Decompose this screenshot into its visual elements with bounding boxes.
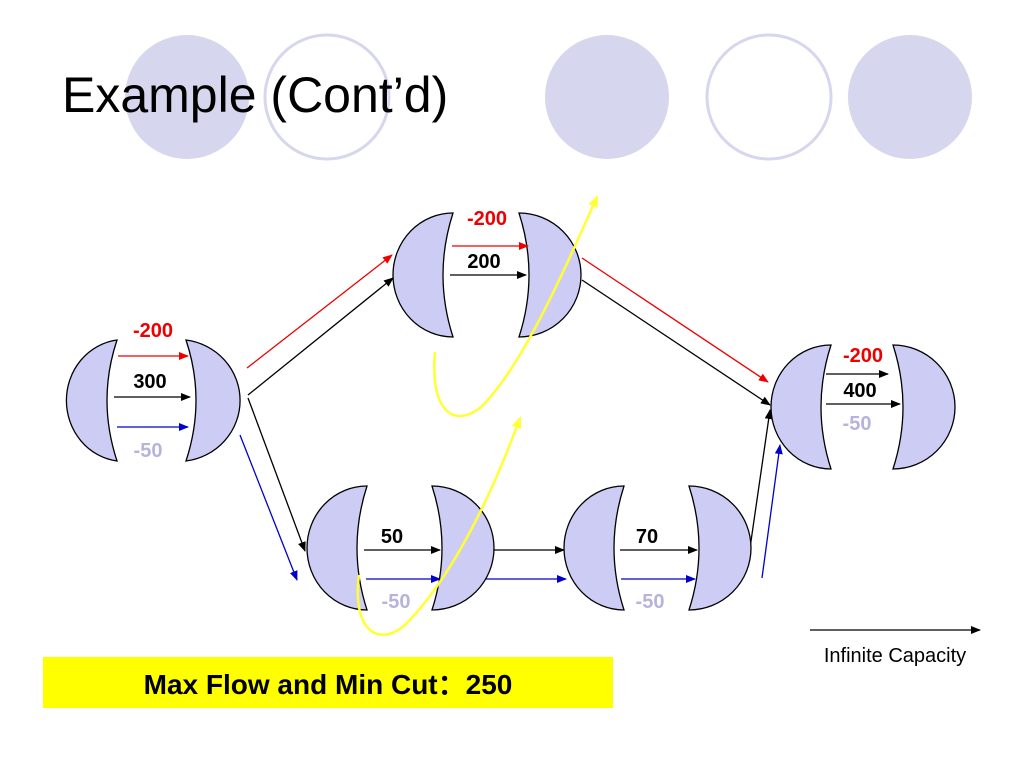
node-bottom-right-left-half [563, 485, 625, 611]
deco-circle-filled-1 [125, 35, 249, 159]
label-bottom-right-blue: -50 [636, 591, 665, 613]
edge-red-top-to-sink [581, 257, 769, 383]
node-source-left-half [65, 339, 118, 462]
node-bottom-left: 50 -50 [306, 485, 495, 613]
label-bottom-left-black: 50 [381, 526, 403, 548]
legend: Infinite Capacity [810, 626, 981, 667]
result-banner: Max Flow and Min Cut：250 [43, 657, 613, 708]
cut-curve-upper [433, 195, 599, 418]
edge-blue-bottomright-to-sink [761, 444, 783, 579]
node-sink-right-half [892, 344, 956, 470]
edge-black-bottomright-to-sink [749, 409, 773, 549]
node-top: -200 200 [392, 208, 582, 338]
cut-curve-lower [356, 416, 522, 637]
node-sink: -200 400 -50 [770, 344, 956, 470]
edge-red-source-to-top [246, 254, 393, 369]
deco-circle-outline-1 [263, 33, 391, 161]
deco-circle-outline-2 [705, 33, 833, 161]
min-cut-curves [356, 195, 599, 637]
label-bottom-left-blue: -50 [382, 591, 411, 613]
edge-black-source-to-bottom [247, 397, 306, 552]
deco-circle-filled-2 [545, 35, 669, 159]
deco-circle-filled-3 [848, 35, 972, 159]
result-banner-text: Max Flow and Min Cut：250 [143, 668, 513, 700]
node-source-right-half [185, 339, 241, 462]
node-sink-left-half [770, 344, 832, 470]
node-bottom-right: 70 -50 [563, 485, 752, 613]
label-source-red: -200 [133, 320, 173, 342]
slide-title: Example (Cont’d) [62, 67, 449, 123]
edge-blue-source-to-bottom [239, 434, 298, 581]
label-bottom-right-black: 70 [636, 526, 658, 548]
connections [239, 254, 783, 583]
label-top-red: -200 [467, 208, 507, 230]
node-bottom-left-left-half [306, 485, 368, 611]
node-bottom-right-right-half [688, 485, 752, 611]
label-source-blue: -50 [134, 440, 163, 462]
node-top-left-half [392, 212, 454, 338]
node-top-right-half [518, 212, 582, 338]
decorative-circles [125, 33, 972, 161]
label-sink-red: -200 [843, 345, 883, 367]
label-sink-blue: -50 [843, 413, 872, 435]
node-source: -200 300 -50 [65, 320, 241, 462]
edge-black-source-to-top [247, 277, 394, 396]
label-sink-black: 400 [843, 380, 876, 402]
edge-black-top-to-sink [581, 279, 771, 406]
label-top-black: 200 [467, 251, 500, 273]
label-source-black: 300 [133, 371, 166, 393]
legend-label: Infinite Capacity [824, 645, 966, 667]
